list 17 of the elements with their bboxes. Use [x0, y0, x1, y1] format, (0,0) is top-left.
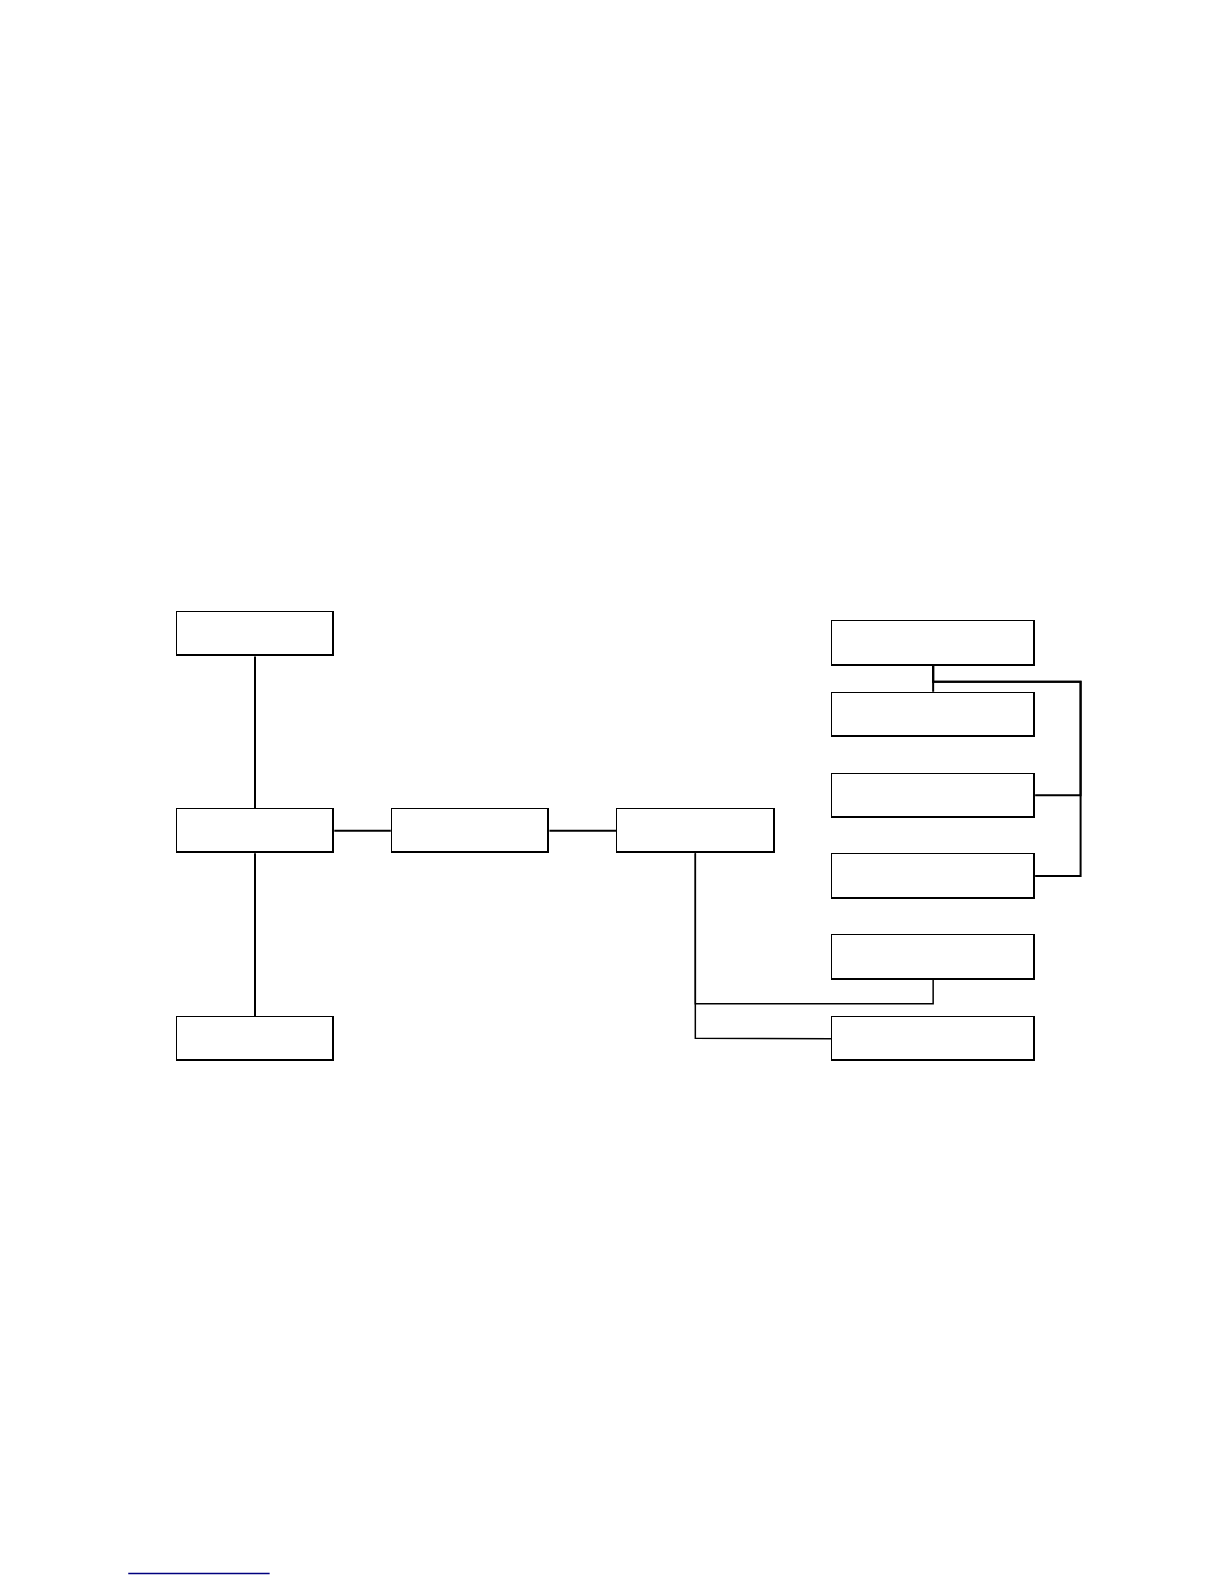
box-node	[175, 611, 335, 657]
box-node	[831, 620, 1036, 666]
connector-line	[333, 829, 392, 832]
box-node	[175, 807, 335, 854]
connector-line	[254, 655, 256, 809]
box-node	[175, 1015, 335, 1062]
connector-line	[932, 664, 1082, 878]
box-node	[616, 807, 775, 854]
box-node	[831, 772, 1036, 818]
box-node	[831, 1015, 1036, 1062]
box-node	[831, 853, 1036, 899]
box-node	[390, 807, 550, 854]
connector-line	[254, 852, 256, 1017]
connector-line	[548, 829, 618, 832]
box-node	[831, 691, 1036, 738]
box-node	[831, 934, 1036, 980]
connector-line	[694, 852, 832, 1040]
